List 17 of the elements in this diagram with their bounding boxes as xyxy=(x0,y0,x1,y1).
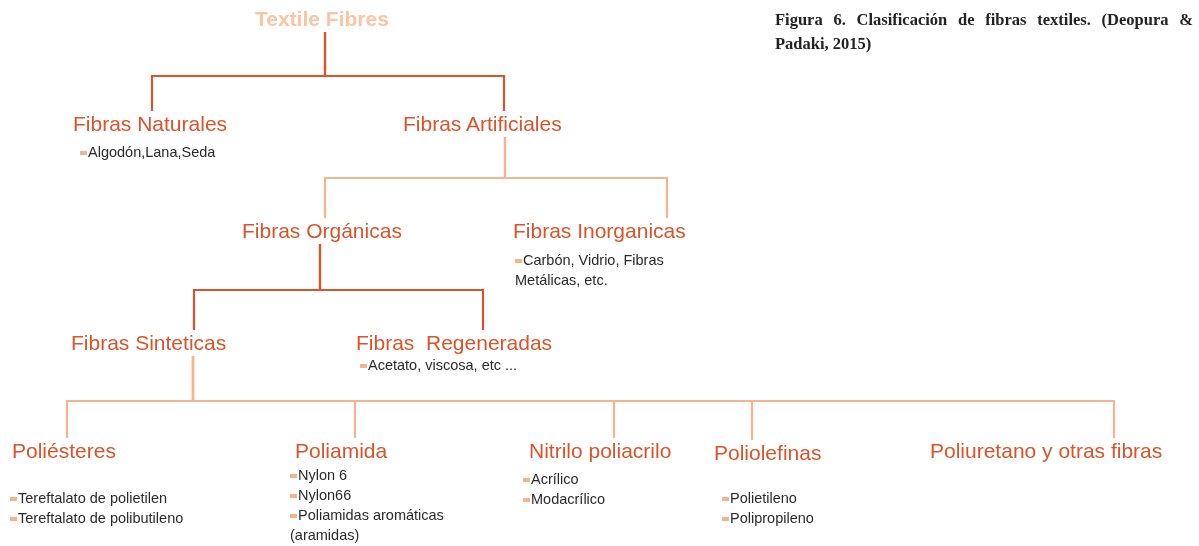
category-label: Fibras Sinteticas xyxy=(71,330,227,356)
figure-caption: Figura 6. Clasificación de fibras textiles. (Deopura & Padaki, 2015) xyxy=(775,9,1193,55)
connector-line xyxy=(323,32,506,111)
connector-line xyxy=(318,244,485,330)
category-label: Poliamida xyxy=(295,438,388,464)
category-label: Fibras Regeneradas xyxy=(356,330,553,356)
category-label: Poliolefinas xyxy=(714,440,822,466)
category-label: Poliuretano y otras fibras xyxy=(930,438,1163,464)
category-label: Nitrilo poliacrilo xyxy=(529,438,672,464)
category-label: Fibras Orgánicas xyxy=(242,218,402,244)
connector-line xyxy=(503,137,669,218)
category-label: Fibras Artificiales xyxy=(403,111,562,137)
connector-line xyxy=(191,356,1116,438)
category-label: Fibras Naturales xyxy=(73,111,228,137)
tree-root-title: Textile Fibres xyxy=(255,6,389,32)
category-label: Fibras Inorganicas xyxy=(513,218,686,244)
category-label: Poliésteres xyxy=(12,438,116,464)
